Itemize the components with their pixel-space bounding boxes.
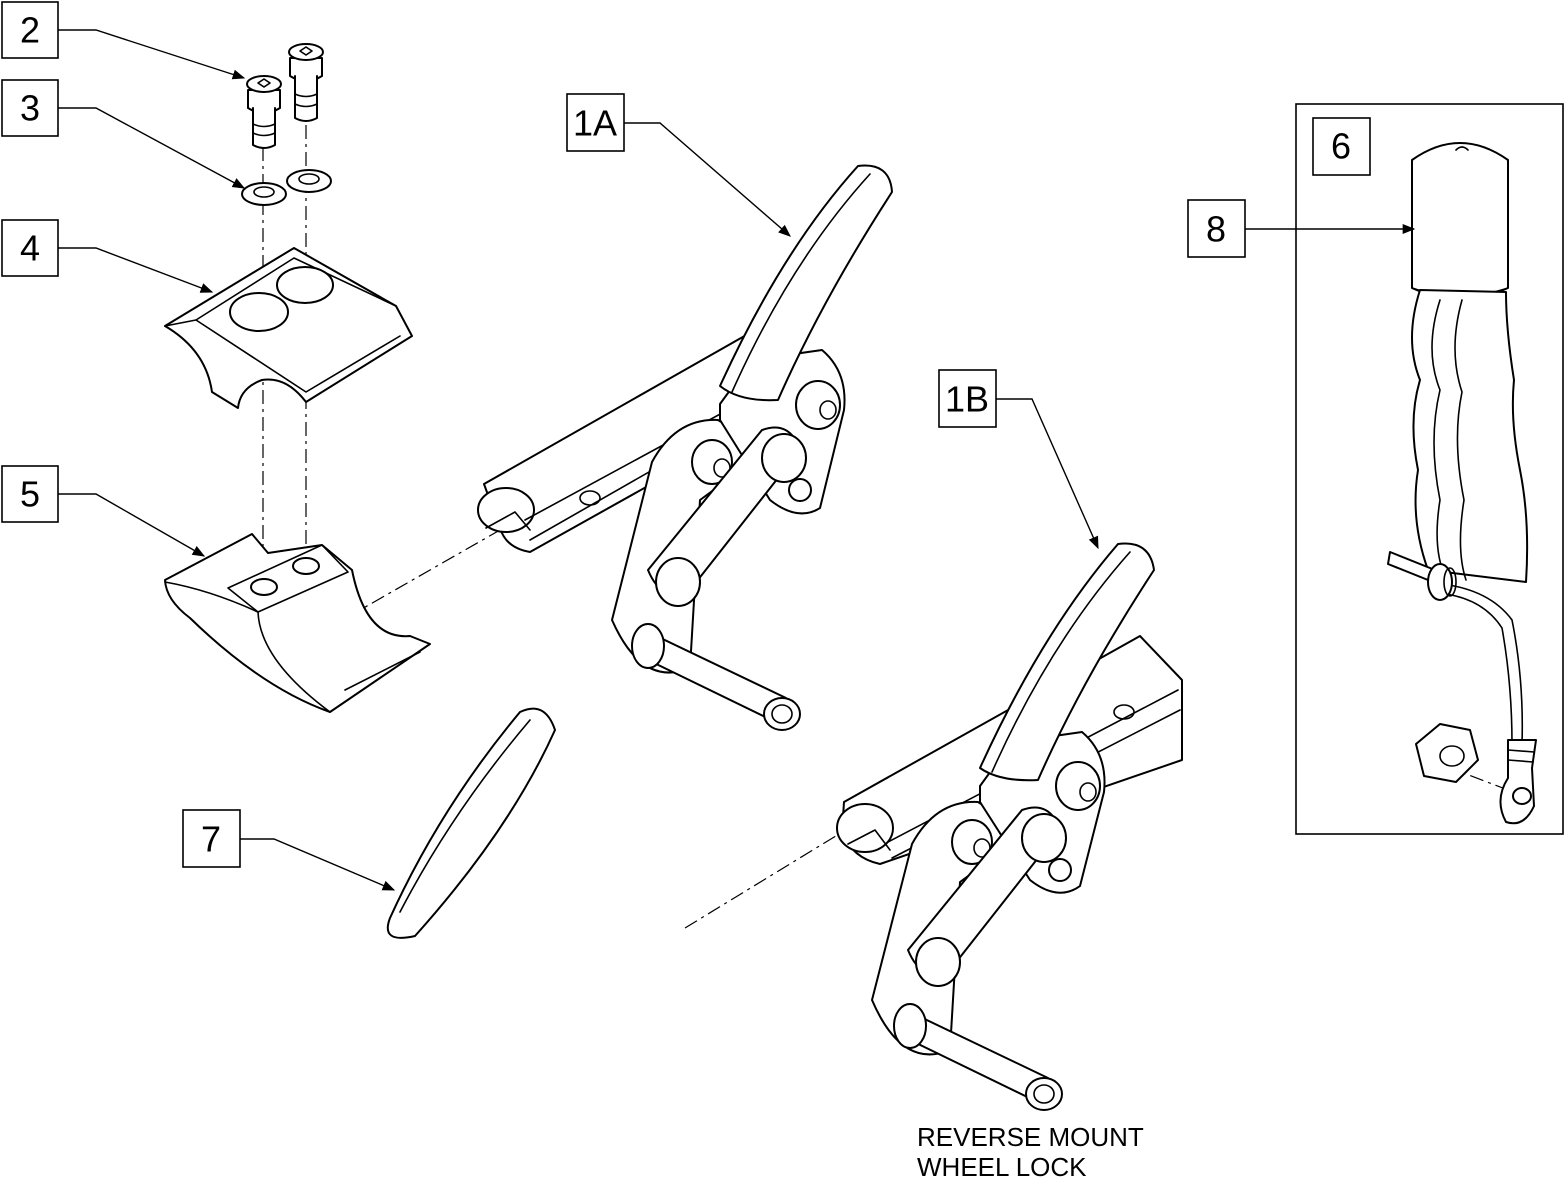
callout-6-label: 6: [1331, 126, 1351, 167]
callout-4: 4: [1, 219, 59, 277]
callout-1a-label: 1A: [573, 103, 617, 144]
wheel-lock-part-1b: [836, 542, 1183, 1111]
screw-part-2: [246, 75, 282, 149]
detail-frame: [1295, 103, 1564, 835]
callout-2-label: 2: [20, 10, 40, 51]
clamp-top-part-4: [164, 247, 413, 409]
callout-4-label: 4: [20, 228, 40, 269]
note-line-2: WHEEL LOCK: [917, 1152, 1087, 1182]
callout-3-label: 3: [20, 88, 40, 129]
washer-part-3: [241, 169, 332, 206]
callout-6: 6: [1312, 117, 1371, 176]
reverse-mount-note: REVERSE MOUNT WHEEL LOCK: [917, 1122, 1144, 1182]
callout-7-label: 7: [201, 819, 221, 860]
callout-1b: 1B: [938, 369, 997, 428]
callout-7: 7: [182, 809, 241, 868]
wheel-lock-part-1a: [477, 164, 893, 731]
callout-1a: 1A: [566, 93, 625, 152]
callout-1b-label: 1B: [945, 379, 989, 420]
pad-part-7: [386, 707, 556, 939]
leader-lines: [58, 29, 1416, 891]
note-line-1: REVERSE MOUNT: [917, 1122, 1144, 1152]
callout-8-label: 8: [1206, 209, 1226, 250]
callout-2: 2: [1, 1, 59, 59]
clamp-bottom-part-5: [164, 533, 431, 713]
callout-5-label: 5: [20, 474, 40, 515]
callout-3: 3: [1, 79, 59, 137]
screw-part-2-second: [288, 43, 324, 122]
callout-8: 8: [1187, 199, 1246, 258]
callout-5: 5: [1, 465, 59, 523]
cable-assembly-part-6: [1387, 142, 1537, 825]
